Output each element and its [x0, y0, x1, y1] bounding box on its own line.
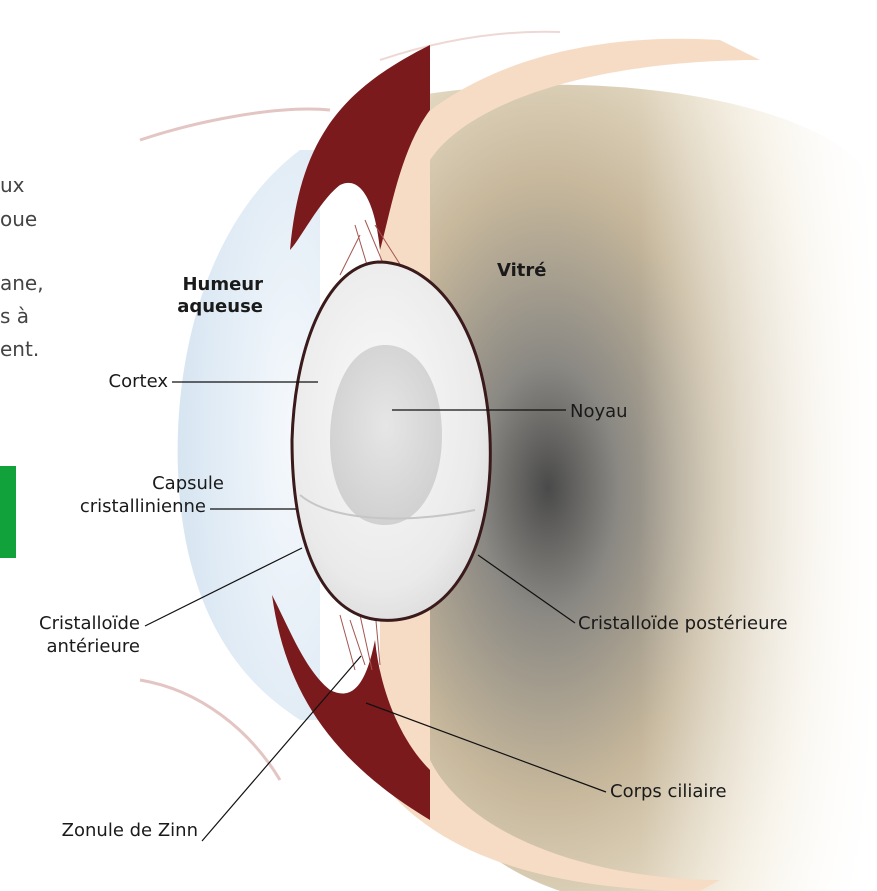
label-cristalloide-ant-1: Cristalloïde [39, 613, 140, 634]
label-capsule-1: Capsule [152, 473, 224, 494]
label-vitre: Vitré [497, 260, 546, 281]
green-accent-box [0, 466, 16, 558]
faint-vessel-bottom [140, 680, 280, 780]
label-humeur-aqueuse-2: aqueuse [177, 296, 263, 317]
label-cristalloide-ant-2: antérieure [46, 636, 140, 657]
fragment-1: ux [0, 173, 25, 197]
faint-vessel-top2 [380, 32, 560, 60]
fragment-3: ane, [0, 271, 44, 295]
label-zonule: Zonule de Zinn [62, 820, 198, 841]
fragment-4: s à [0, 304, 29, 328]
fragment-5: ent. [0, 337, 39, 361]
label-cortex: Cortex [109, 371, 169, 392]
label-cristalloide-post: Cristalloïde postérieure [578, 613, 788, 634]
label-corps-ciliaire: Corps ciliaire [610, 781, 727, 802]
label-humeur-aqueuse-1: Humeur [182, 274, 263, 295]
label-capsule-2: cristallinienne [80, 496, 206, 517]
lens-nucleus [330, 345, 442, 525]
vitreous-fade [640, 0, 877, 891]
faint-vessel-top [140, 109, 330, 140]
label-noyau: Noyau [570, 401, 628, 422]
fragment-2: oue [0, 207, 37, 231]
